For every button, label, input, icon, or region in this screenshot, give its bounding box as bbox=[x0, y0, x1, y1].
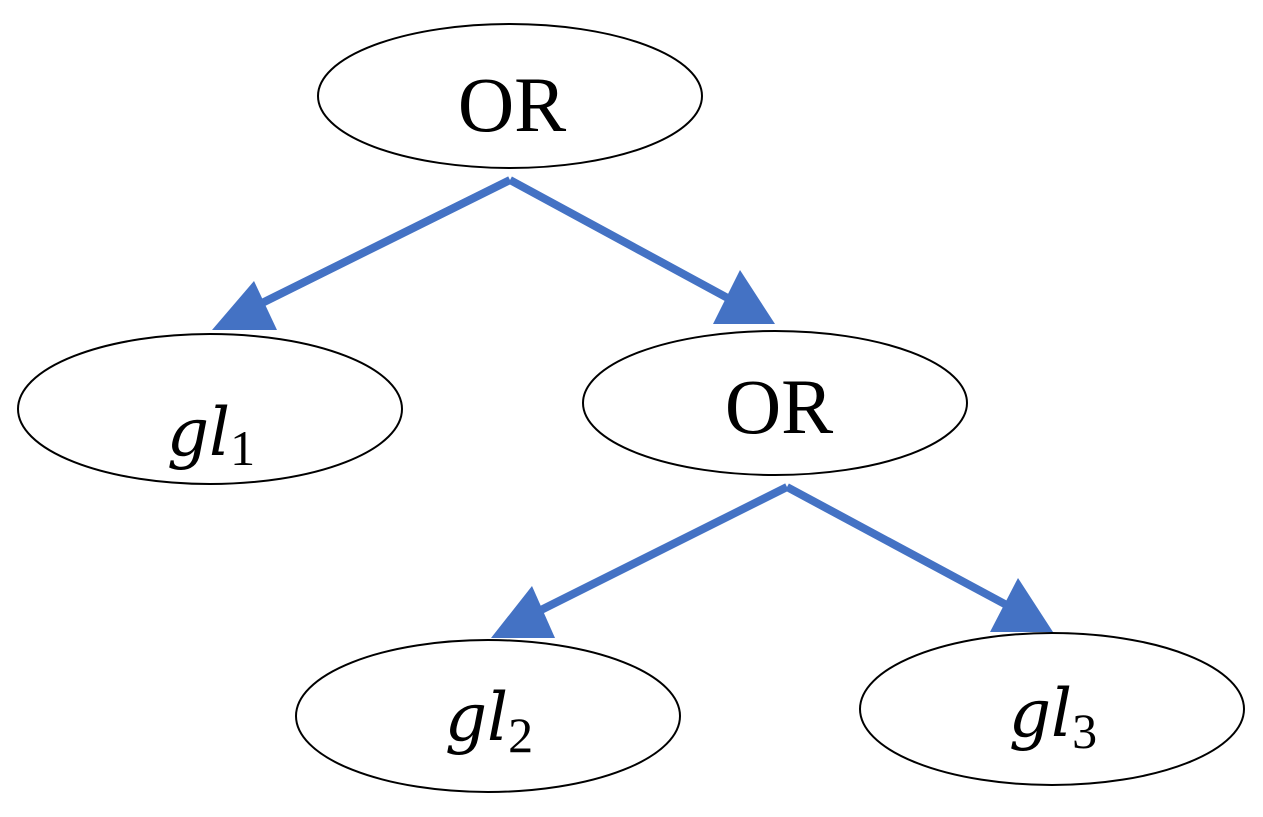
arrowhead-or-child bbox=[713, 270, 775, 324]
edge-or-root-to-or-child bbox=[508, 176, 737, 306]
edges bbox=[212, 176, 1053, 638]
node-gl3-label: gl3 bbox=[1009, 675, 1097, 759]
edge-or-child-to-gl3 bbox=[785, 483, 1016, 613]
edge-or-root-to-gl1 bbox=[252, 176, 512, 311]
arrowhead-gl1 bbox=[212, 281, 277, 330]
node-gl1-label: gl1 bbox=[167, 394, 255, 476]
node-gl2: gl2 bbox=[295, 639, 681, 793]
node-or-child: OR bbox=[582, 330, 968, 476]
node-gl3-subscript: 3 bbox=[1072, 703, 1097, 759]
node-or-child-label: OR bbox=[725, 363, 833, 450]
node-gl2-subscript: 2 bbox=[508, 707, 533, 763]
edge-or-child-to-gl2 bbox=[531, 483, 789, 618]
node-or-root: OR bbox=[317, 23, 703, 169]
node-gl1: gl1 bbox=[17, 333, 403, 485]
arrowhead-gl3 bbox=[990, 578, 1053, 632]
node-gl3: gl3 bbox=[859, 632, 1245, 786]
arrowhead-gl2 bbox=[491, 586, 555, 638]
node-gl1-subscript: 1 bbox=[230, 420, 255, 476]
node-or-root-label: OR bbox=[458, 61, 566, 148]
node-gl2-label: gl2 bbox=[445, 679, 533, 763]
